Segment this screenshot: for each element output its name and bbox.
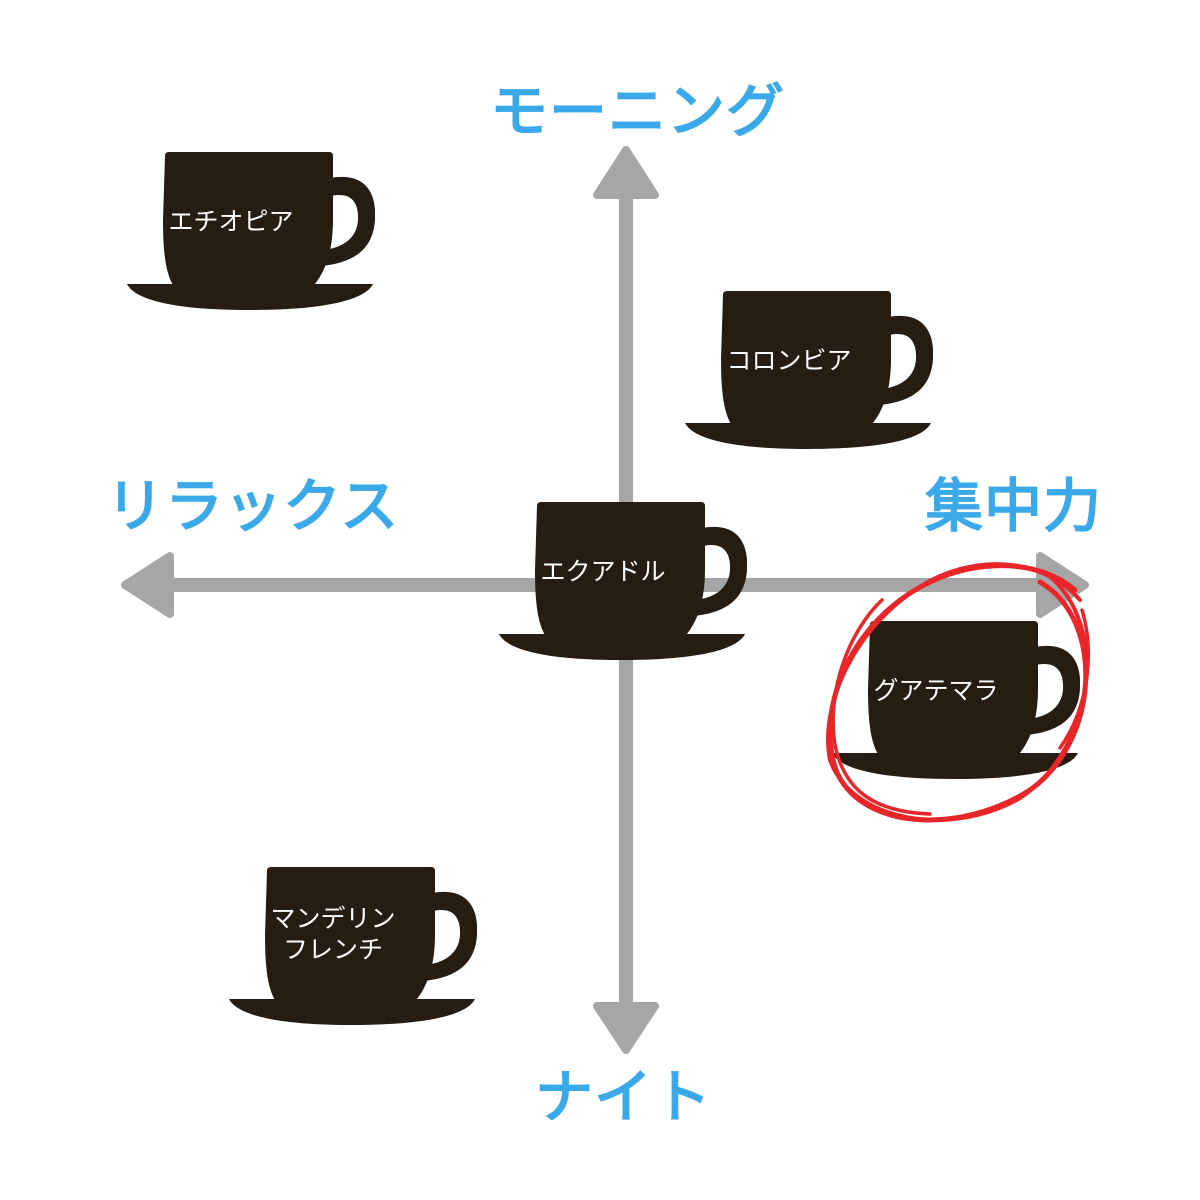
coffee-cup-icon <box>127 152 375 310</box>
cup-label-line1: マンデリン <box>270 904 396 933</box>
cup-label-line1: グアテマラ <box>873 676 999 705</box>
cup-handle <box>693 526 747 616</box>
cup-body <box>535 502 705 644</box>
cup-body <box>868 621 1038 763</box>
coffee-cup-icon <box>832 621 1080 779</box>
coffee-cup-mandheling: マンデリン フレンチ <box>227 865 477 1035</box>
cup-body <box>265 867 435 1009</box>
cup-label-line1: エクアドル <box>540 557 666 586</box>
cup-saucer <box>685 423 931 449</box>
coffee-cup-icon <box>499 502 747 660</box>
cup-handle <box>879 315 933 405</box>
cup-label: コロンビア <box>683 345 895 376</box>
cup-saucer <box>229 999 475 1025</box>
cup-handle <box>321 176 375 266</box>
axis-label-morning: モーニング <box>490 77 786 145</box>
cup-handle <box>423 891 477 981</box>
cup-label-line1: コロンビア <box>726 346 852 375</box>
cup-handle <box>1026 645 1080 735</box>
cup-body <box>163 152 333 294</box>
cup-saucer <box>127 284 373 310</box>
axis-label-relax: リラックス <box>106 472 400 540</box>
cup-label: グアテマラ <box>830 675 1042 706</box>
coffee-cup-icon <box>229 867 477 1025</box>
coffee-cup-ecuador: エクアドル <box>497 500 747 670</box>
axis-label-night: ナイト <box>535 1063 713 1131</box>
coffee-cup-colombia: コロンビア <box>683 289 933 459</box>
cup-label-line1: エチオピア <box>168 207 294 236</box>
coffee-cup-guatemala: グアテマラ <box>830 619 1080 789</box>
cup-saucer <box>499 634 745 660</box>
cup-label: エクアドル <box>497 556 709 587</box>
cup-label: エチオピア <box>125 206 337 237</box>
coffee-cup-ethiopia: エチオピア <box>125 150 375 320</box>
cup-label: マンデリン フレンチ <box>227 903 439 966</box>
cup-body <box>721 291 891 433</box>
coffee-cup-icon <box>685 291 933 449</box>
axis-label-focus: 集中力 <box>925 472 1103 540</box>
cup-label-line2: フレンチ <box>282 935 383 965</box>
cup-saucer <box>832 753 1078 779</box>
